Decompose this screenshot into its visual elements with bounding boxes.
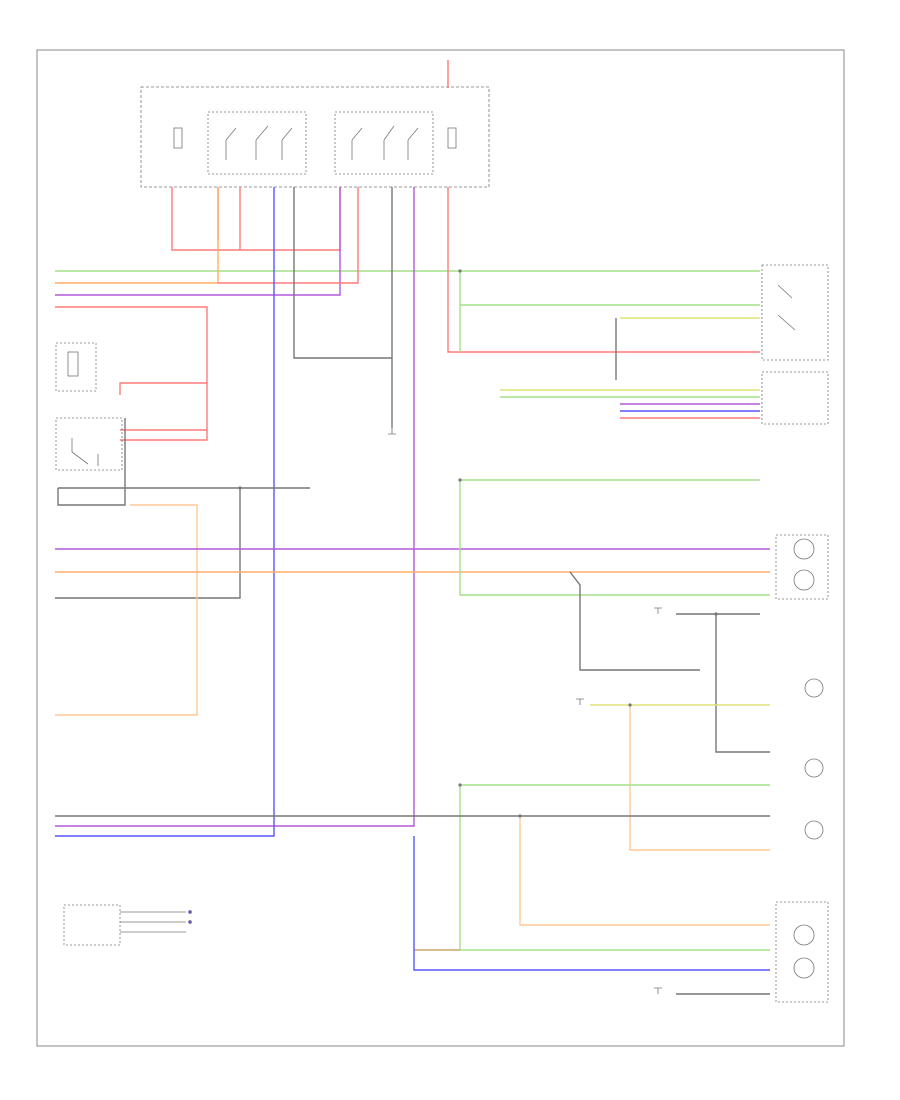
ground-icon: [388, 428, 662, 994]
diagram-frame: [36, 49, 845, 1047]
switch-icon: [225, 125, 293, 160]
relay-2-box: [334, 111, 434, 175]
switch-icon: [71, 438, 99, 466]
splice-dots: [238, 269, 718, 818]
fuse-relay-box: [140, 86, 490, 188]
switch-icon: [351, 125, 419, 160]
rear-lamp-box: [775, 901, 829, 1003]
connector-icon: [120, 911, 186, 933]
relay-1-box: [207, 111, 307, 175]
switch-icon: [777, 284, 796, 331]
rear-lamp-box-upper: [775, 534, 829, 600]
connector-box: [63, 904, 121, 946]
wire-harness: [55, 60, 770, 995]
left-fuse-box: [55, 342, 97, 392]
lamp-icon: [793, 538, 824, 979]
components: [55, 264, 829, 1003]
brake-switch-box: [761, 264, 829, 361]
stop-lamp-switch-box: [55, 417, 123, 471]
control-module-box: [761, 371, 829, 425]
